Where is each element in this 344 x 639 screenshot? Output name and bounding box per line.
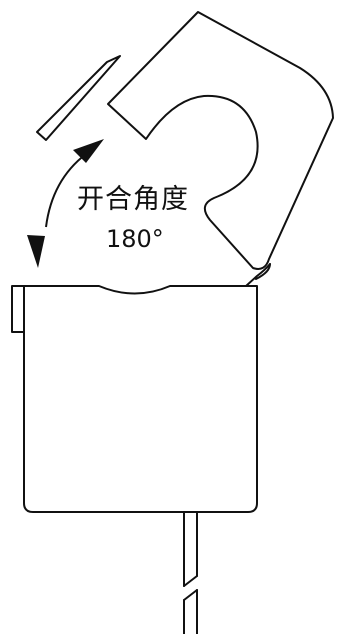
opening-angle-value: 180° (106, 225, 164, 253)
opening-angle-label: 开合角度 (77, 184, 189, 215)
ct-body (11, 263, 271, 513)
cable (183, 511, 198, 635)
curved-double-arrow-icon (27, 139, 104, 268)
open-jaw (36, 11, 334, 280)
